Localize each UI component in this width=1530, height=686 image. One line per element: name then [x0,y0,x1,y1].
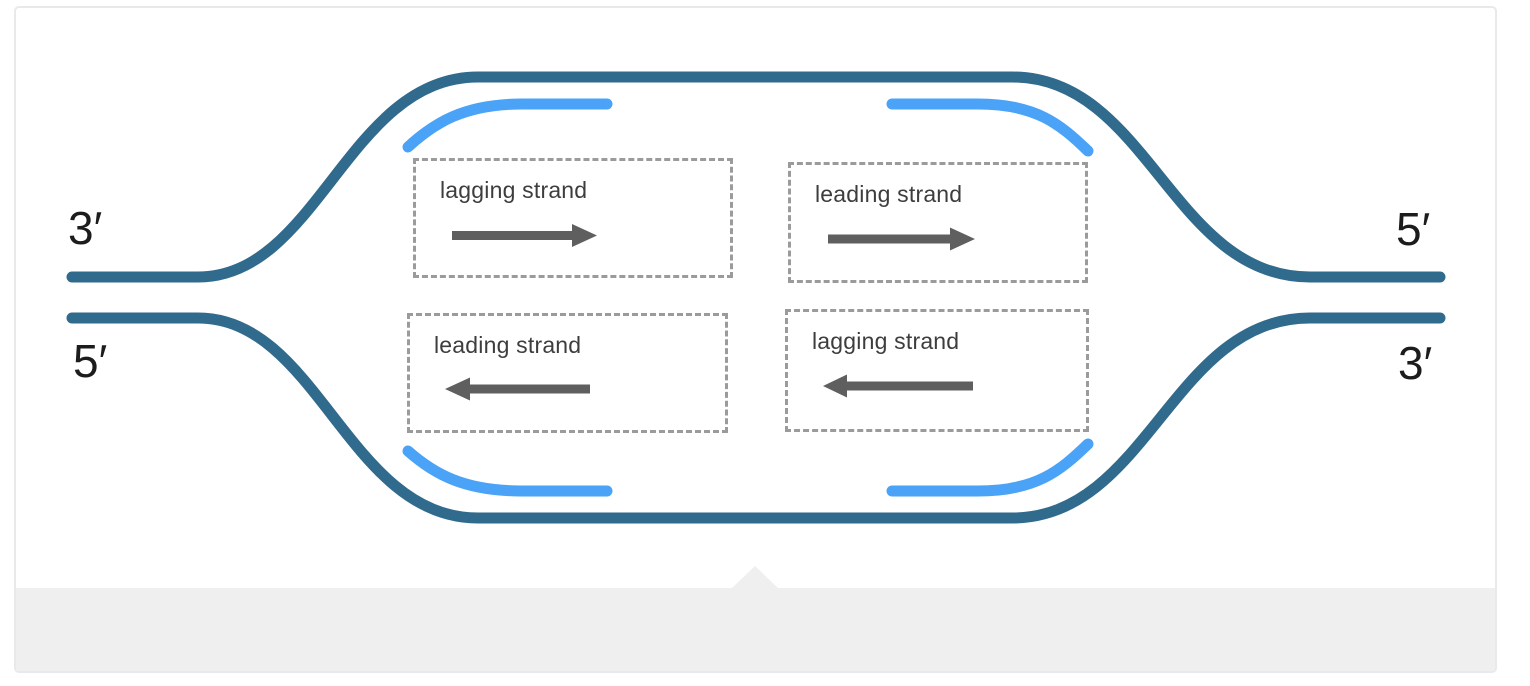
answer-box-bottom-left[interactable]: leading strand [407,313,728,433]
parental-strand-top [66,71,1446,283]
new-strand-top-left [402,98,613,153]
new-strand-top-right [886,98,1094,157]
strand-label: lagging strand [440,177,588,203]
strand-label: leading strand [434,332,582,358]
terminal-label-left-bottom: 5′ [73,335,108,387]
terminal-label-left-top: 3′ [68,202,103,254]
tray-notch-icon [732,566,778,588]
parental-strand-bottom [66,312,1446,524]
answer-box-bottom-right[interactable]: lagging strand [785,309,1089,432]
answer-tray [16,588,1495,671]
strand-label: lagging strand [812,328,960,354]
arrow-right-icon [452,224,597,247]
answer-box-top-right[interactable]: leading strand [788,162,1088,283]
answer-box-top-left[interactable]: lagging strand [413,158,733,278]
new-strand-bottom-right [886,438,1094,497]
terminal-label-right-top: 5′ [1396,203,1431,255]
terminal-label-right-bottom: 3′ [1398,337,1433,389]
arrow-left-icon [823,374,973,398]
arrow-left-icon [445,377,590,401]
arrow-right-icon [828,227,975,251]
new-strand-bottom-left [402,445,613,497]
strand-label: leading strand [815,181,963,207]
